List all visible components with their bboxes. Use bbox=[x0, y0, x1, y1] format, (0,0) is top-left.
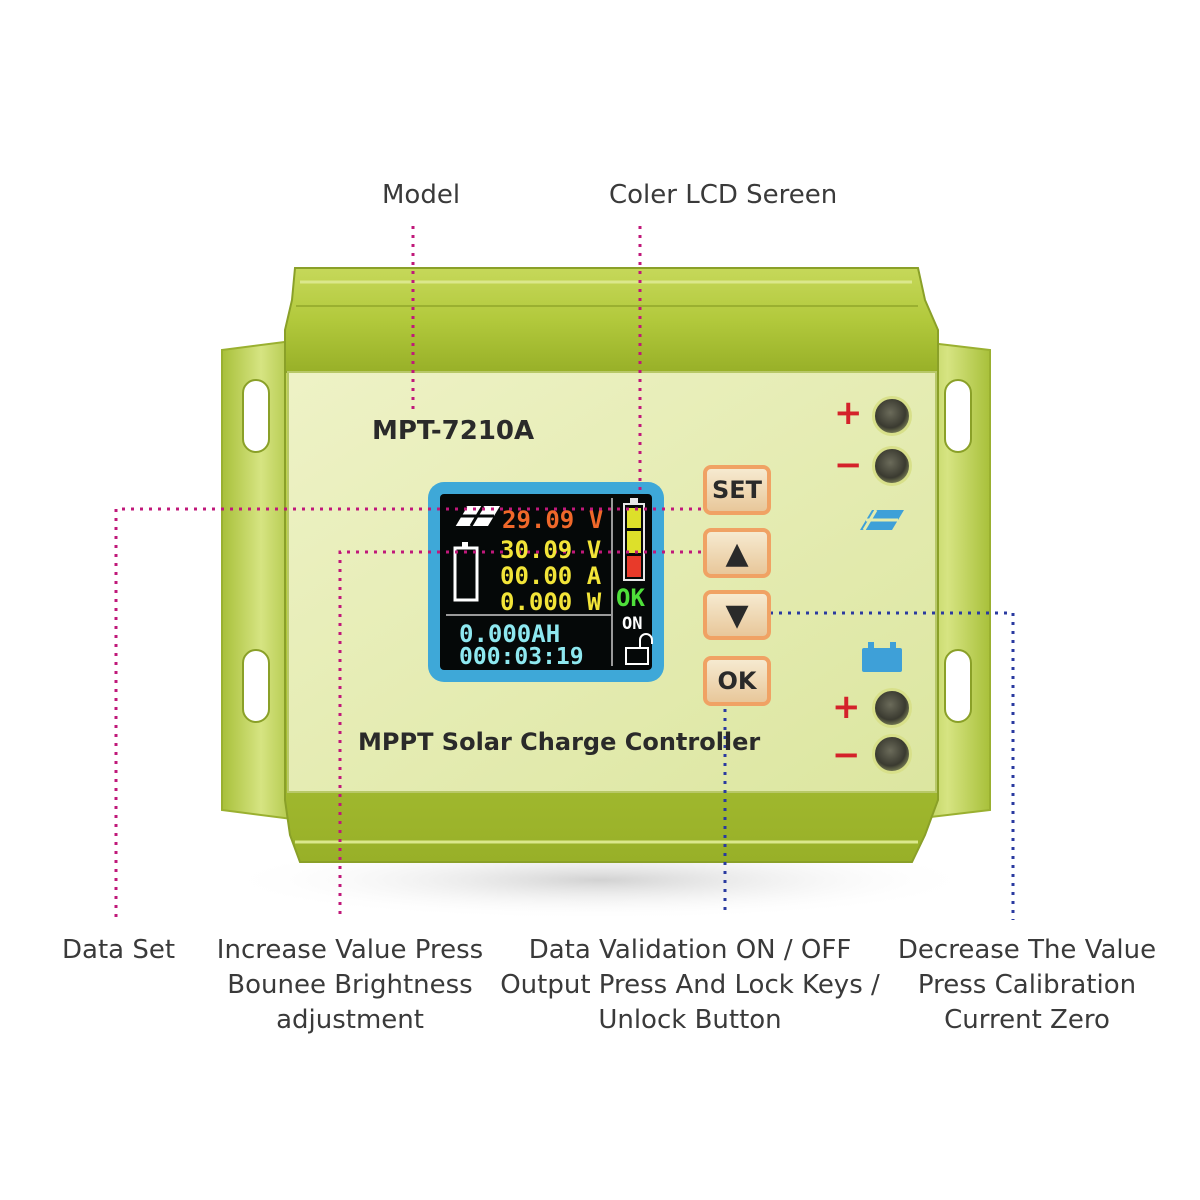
lcd-output-voltage: 30.09 V bbox=[500, 536, 602, 564]
down-arrow-button[interactable]: ▼ bbox=[703, 590, 771, 640]
product-name-label: MPPT Solar Charge Controller bbox=[358, 728, 761, 756]
lcd-battery-outline-icon bbox=[453, 542, 479, 602]
solar-plus-sign: + bbox=[834, 393, 863, 433]
decrease-callout-line-2: Press Calibration bbox=[917, 970, 1137, 1000]
increase-leader-line bbox=[338, 550, 710, 920]
decrease-callout-line-1: Decrease The Value bbox=[897, 935, 1157, 965]
battery-plus-sign: + bbox=[832, 687, 861, 727]
lcd-unlock-icon bbox=[625, 633, 653, 665]
increase-callout-line-2: Bounee Brightness bbox=[227, 970, 473, 1000]
face-solar-panel-icon bbox=[860, 509, 904, 531]
solar-minus-sign: − bbox=[834, 445, 863, 485]
lcd-screen bbox=[440, 494, 652, 670]
lcd-charge-level-bar bbox=[623, 498, 645, 581]
increase-callout-label: Increase Value Press Bounee Brightness a… bbox=[215, 933, 485, 1038]
housing-top bbox=[284, 267, 939, 373]
ok-callout-line-3: Unlock Button bbox=[598, 1005, 782, 1035]
battery-negative-terminal bbox=[872, 734, 912, 774]
lcd-capacity: 0.000AH bbox=[459, 620, 561, 648]
lcd-input-voltage: 29.09 V bbox=[502, 506, 604, 534]
ok-callout-line-2: Output Press And Lock Keys / bbox=[500, 970, 880, 1000]
left-mounting-flange bbox=[221, 338, 301, 822]
increase-callout-line-3: adjustment bbox=[276, 1005, 424, 1035]
ok-button[interactable]: OK bbox=[703, 656, 771, 706]
decrease-leader-line bbox=[770, 611, 1015, 920]
lcd-current: 00.00 A bbox=[500, 562, 602, 590]
increase-callout-line-1: Increase Value Press bbox=[216, 935, 484, 965]
face-battery-icon bbox=[862, 642, 902, 672]
lcd-callout-label: Coler LCD Sereen bbox=[609, 180, 838, 210]
solar-negative-terminal bbox=[872, 446, 912, 486]
data-set-leader-line bbox=[114, 507, 710, 920]
lcd-elapsed-time: 000:03:19 bbox=[459, 644, 584, 670]
model-name-label: MPT-7210A bbox=[372, 416, 535, 446]
solar-positive-terminal bbox=[872, 396, 912, 436]
lcd-output-state: ON bbox=[622, 614, 643, 634]
ok-callout-line-1: Data Validation ON / OFF bbox=[528, 935, 852, 965]
lcd-ok-status: OK bbox=[616, 584, 645, 612]
up-arrow-button[interactable]: ▲ bbox=[703, 528, 771, 578]
ok-callout-label: Data Validation ON / OFF Output Press An… bbox=[500, 933, 880, 1038]
decrease-callout-label: Decrease The Value Press Calibration Cur… bbox=[897, 933, 1157, 1038]
lcd-power: 0.000 W bbox=[500, 588, 602, 616]
battery-minus-sign: − bbox=[832, 735, 861, 775]
decrease-callout-line-3: Current Zero bbox=[944, 1005, 1110, 1035]
data-set-callout-label: Data Set bbox=[62, 935, 176, 965]
set-button[interactable]: SET bbox=[703, 465, 771, 515]
model-callout-label: Model bbox=[382, 180, 461, 210]
battery-positive-terminal bbox=[872, 688, 912, 728]
